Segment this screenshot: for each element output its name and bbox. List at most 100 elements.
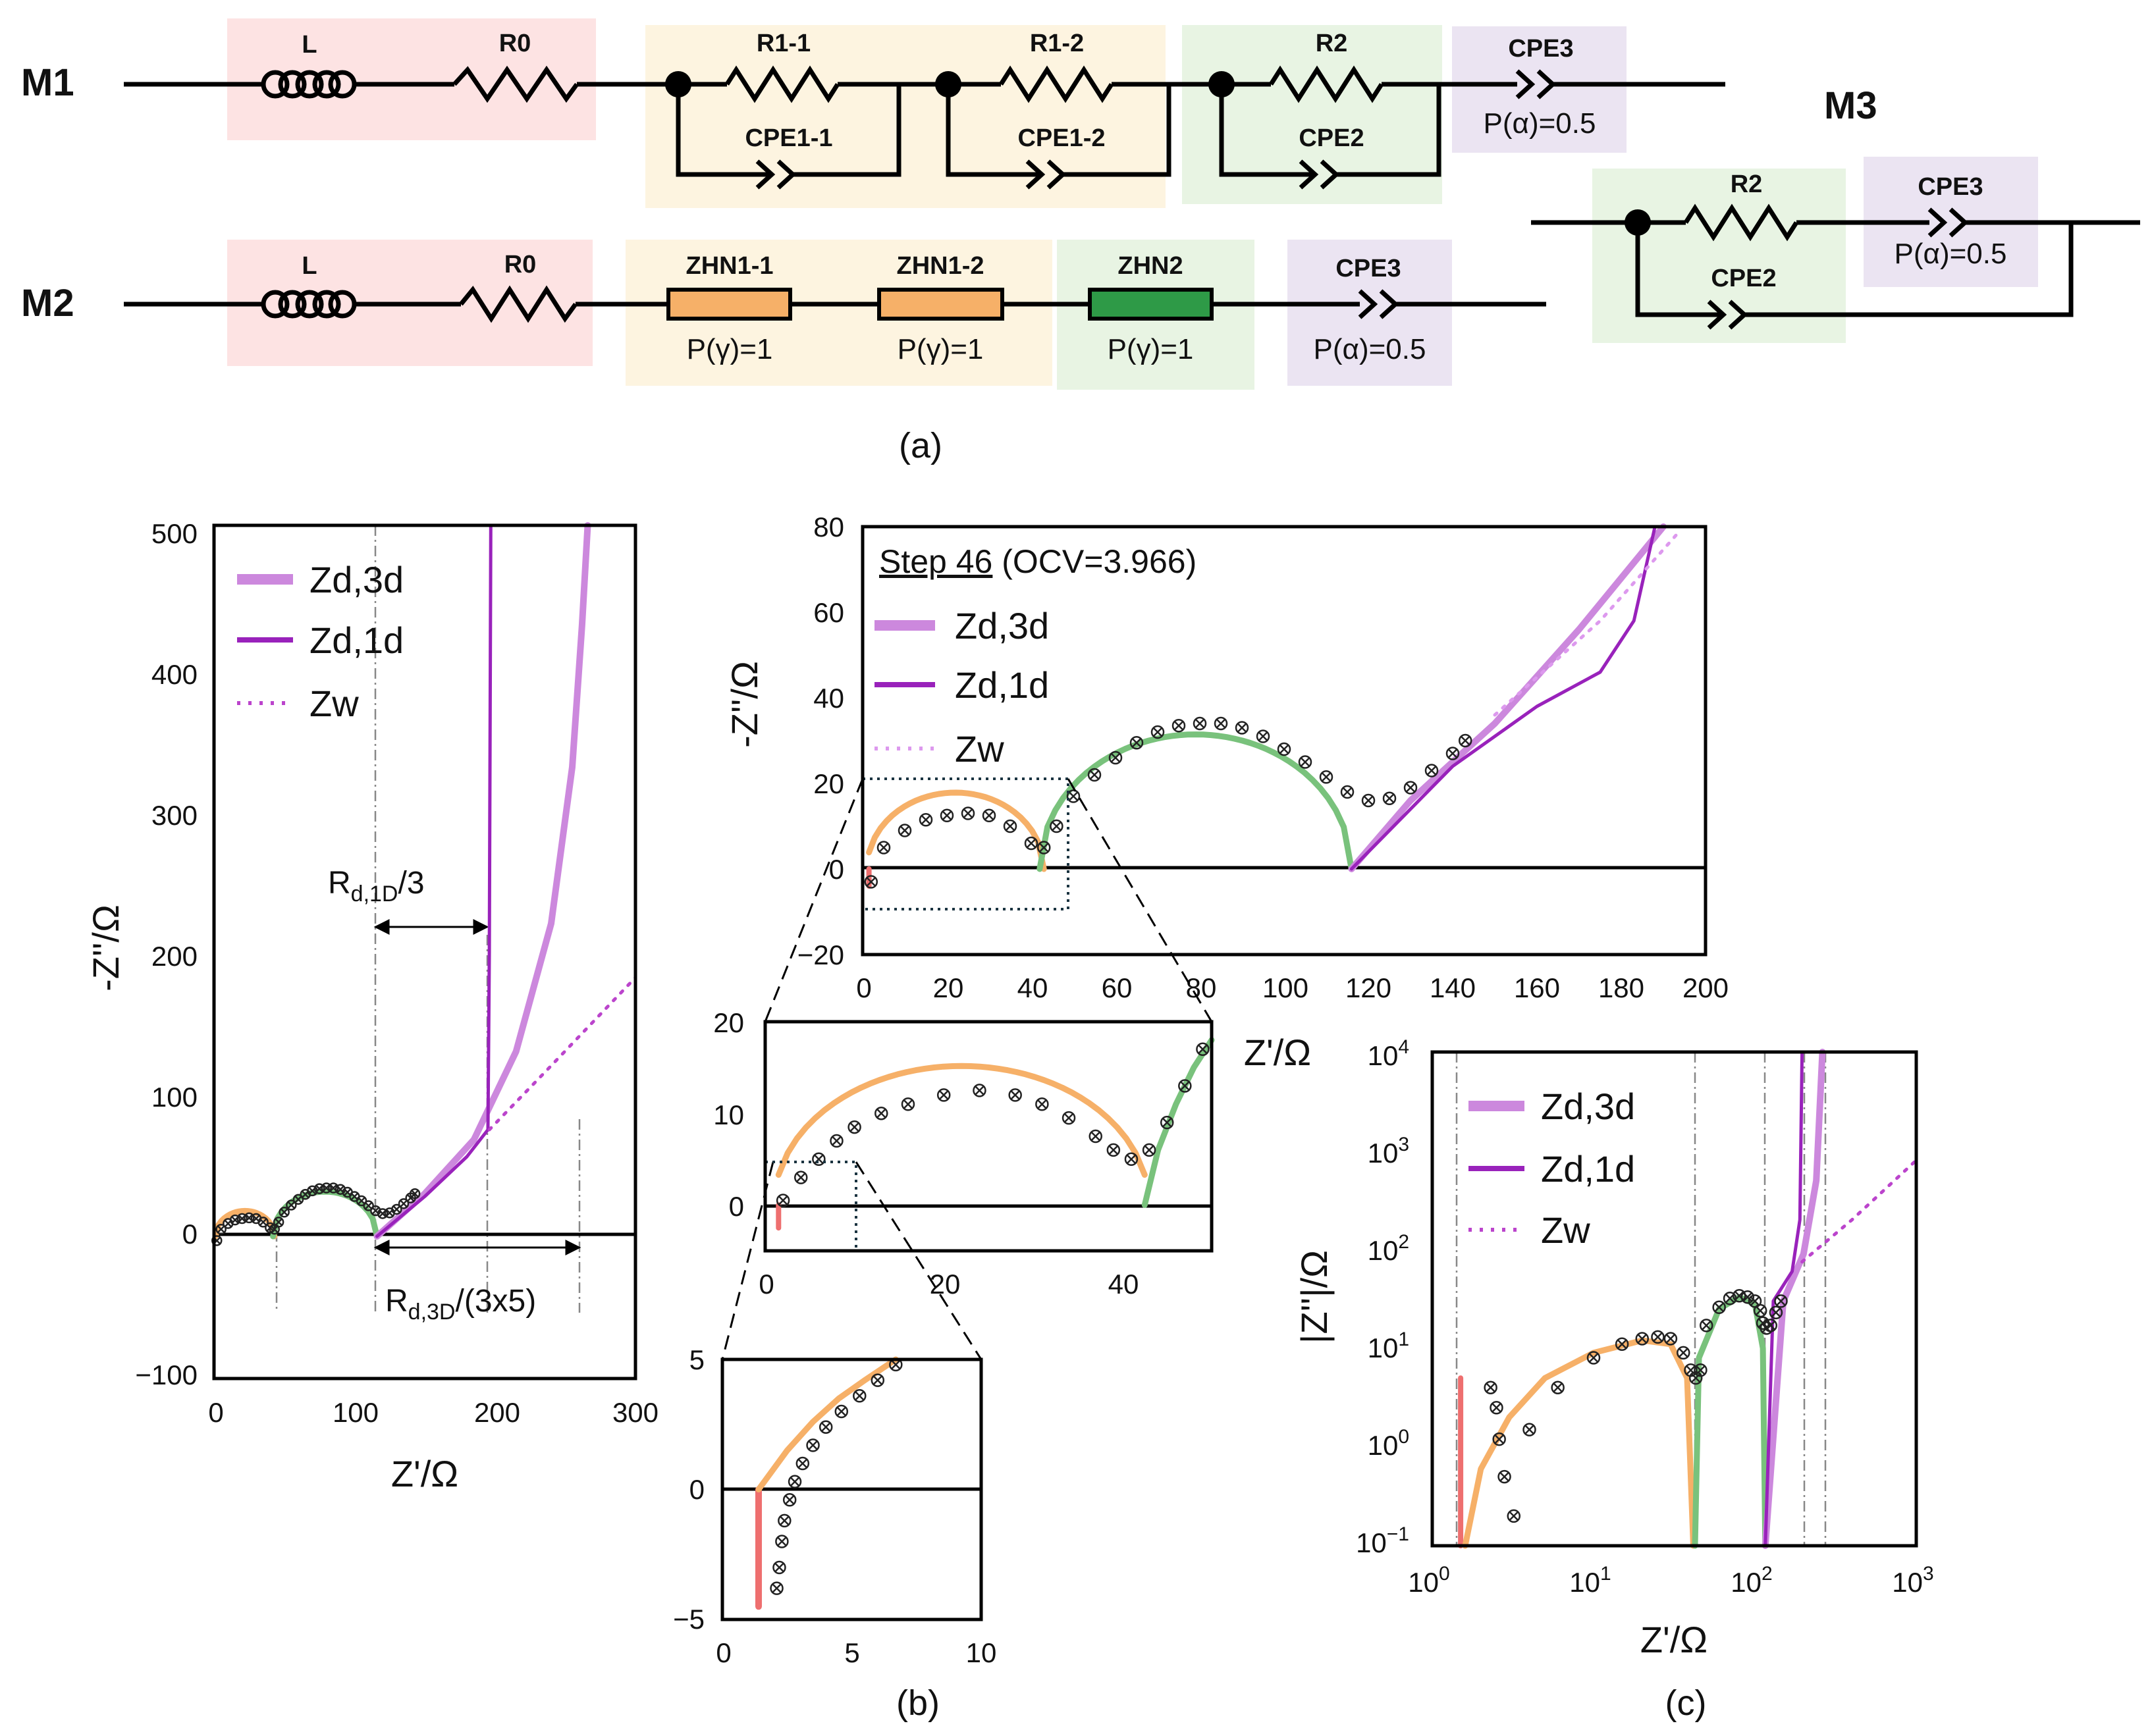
- main-data-marker: [1235, 721, 1249, 735]
- main-data-marker: [1003, 819, 1017, 833]
- log-data-marker: [1522, 1423, 1536, 1436]
- main-plot-frame: [861, 525, 1708, 957]
- zoom1-data-marker: [1124, 1152, 1139, 1167]
- left-plot-data: [211, 522, 637, 1246]
- zoom1-data-marker: [901, 1097, 915, 1111]
- main-xtick: 120: [1345, 972, 1391, 1003]
- log-data-marker: [1760, 1321, 1773, 1335]
- m2-r0-resistor-icon: [459, 285, 578, 323]
- main-ytick: 0: [829, 854, 844, 885]
- log-data-marker: [1753, 1303, 1767, 1318]
- log-xtick: 102: [1731, 1563, 1772, 1598]
- main-xticks: 0 20 40 60 80 100 120 140 160 180 200: [856, 972, 1729, 1003]
- log-xtick: 100: [1408, 1563, 1449, 1598]
- left-panel: Zd,3d Zd,1d Zw Rd,1D/3 Rd,3D/(3x5) 500 4…: [85, 518, 659, 1494]
- m3-node: [1625, 209, 1651, 236]
- zoom1-data-marker: [1008, 1088, 1022, 1102]
- m1-inductor-icon: [261, 70, 357, 99]
- m2-zhn1-1-element: [666, 288, 792, 321]
- log-data-marker: [1484, 1381, 1497, 1394]
- zoom2-data-marker: [806, 1438, 820, 1452]
- main-data-marker: [1403, 781, 1418, 795]
- main-data-marker: [1445, 747, 1460, 760]
- main-data-marker: [1171, 719, 1186, 733]
- main-title: Step 46 (OCV=3.966): [879, 543, 1197, 580]
- main-xtick: 0: [856, 972, 871, 1003]
- log-xticks: 100 101 102 103: [1408, 1563, 1933, 1598]
- log-data-marker: [1763, 1319, 1777, 1332]
- main-xtick: 60: [1102, 972, 1133, 1003]
- zoom2-data-marker: [770, 1581, 784, 1595]
- left-data-marker: [286, 1199, 297, 1211]
- main-ytick: −20: [797, 939, 844, 970]
- main-xtick: 140: [1430, 972, 1476, 1003]
- main-data-marker: [864, 875, 878, 889]
- log-zw-line: [1800, 1159, 1918, 1264]
- left-legend-zd1d: Zd,1d: [309, 619, 404, 661]
- log-legend-zw: Zw: [1541, 1209, 1590, 1251]
- main-data-marker: [1150, 725, 1165, 739]
- left-legend-zd3d: Zd,3d: [309, 559, 404, 600]
- zoom1-data-marker: [1089, 1129, 1102, 1144]
- zoom1-data-marker: [1035, 1097, 1049, 1111]
- main-fit-green: [1036, 731, 1355, 872]
- log-data-marker: [1497, 1469, 1511, 1484]
- left-zw-line: [487, 976, 637, 1132]
- m2-zhn1-1-note: P(γ)=1: [687, 333, 773, 365]
- log-data-marker: [1507, 1509, 1521, 1523]
- left-data-marker: [356, 1195, 367, 1207]
- left-ytick: 500: [151, 518, 198, 549]
- zoom1-fit-green: [1141, 1037, 1215, 1208]
- zoom2-plot-data: [755, 1356, 903, 1610]
- log-data-marker: [1699, 1319, 1713, 1332]
- caption-c: (c): [1665, 1683, 1707, 1723]
- main-data-marker: [1382, 791, 1397, 805]
- m1-cpe3-note: P(α)=0.5: [1484, 107, 1596, 140]
- m2-zhn1-1-label: ZHN1-1: [686, 252, 773, 280]
- left-ytick: 400: [151, 659, 198, 690]
- main-zoom-box: [861, 777, 1069, 910]
- main-data-marker: [1256, 729, 1270, 743]
- zoom2-data-marker: [853, 1389, 867, 1403]
- zoom2-data-marker: [775, 1535, 789, 1548]
- zoom1-data-marker: [1160, 1115, 1174, 1130]
- main-xtick: 100: [1262, 972, 1308, 1003]
- main-data-marker: [898, 824, 912, 837]
- m3-r2-label: R2: [1731, 171, 1763, 198]
- zoom1-data-marker: [830, 1134, 844, 1148]
- zoom2-fit-orange: [755, 1356, 899, 1492]
- zoom2-xtick: 0: [716, 1637, 731, 1668]
- m2-cpe3-note: P(α)=0.5: [1314, 333, 1426, 365]
- zoom1-plot-frame: [763, 1020, 1214, 1253]
- log-data-marker: [1740, 1290, 1755, 1304]
- zoom1-data-marker: [936, 1088, 951, 1102]
- main-ytick: 40: [813, 683, 844, 714]
- left-ytick: 100: [151, 1082, 198, 1113]
- main-data-marker: [1108, 750, 1123, 765]
- log-plot-frame: [1430, 1050, 1918, 1548]
- log-data-marker: [1677, 1346, 1690, 1360]
- zoom2-data-marker: [795, 1456, 810, 1471]
- zoom1-plot-data: [775, 1037, 1215, 1231]
- m1-inductive-box: [227, 18, 596, 140]
- zoom1-fit-orange: [775, 1063, 1148, 1178]
- main-data-marker: [1066, 789, 1081, 803]
- left-rd1d-annotation: Rd,1D/3: [328, 866, 425, 907]
- m1-cpe3-box: [1452, 26, 1627, 153]
- left-xtick: 200: [474, 1397, 520, 1428]
- m1-cpe3-label: CPE3: [1508, 35, 1573, 63]
- log-plot-data: [1458, 1049, 1918, 1549]
- main-data-marker: [1050, 819, 1063, 833]
- left-xtick: 300: [612, 1397, 659, 1428]
- m3-cpe2-label: CPE2: [1711, 265, 1776, 292]
- zoom2-ytick: 5: [689, 1344, 705, 1375]
- log-yticks: 104 103 102 101 100 10−1: [1356, 1036, 1409, 1558]
- caption-b: (b): [896, 1683, 940, 1723]
- m2-cpe3-label: CPE3: [1335, 255, 1401, 282]
- main-legend-zd1d: Zd,1d: [955, 664, 1049, 706]
- left-data-marker: [257, 1217, 269, 1228]
- log-data-marker: [1774, 1294, 1788, 1308]
- left-data-marker: [398, 1198, 410, 1209]
- m2-label: M2: [21, 282, 74, 325]
- zoom1-data-marker: [812, 1152, 826, 1167]
